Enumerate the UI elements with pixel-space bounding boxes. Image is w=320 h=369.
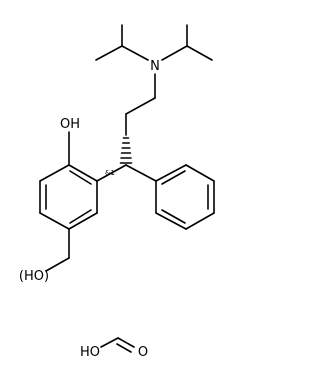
hydroxymethyl-group: (HO) [19, 228, 70, 284]
nitrogen-label: N [150, 59, 160, 74]
phenyl-ring [155, 164, 215, 230]
propyl-chain [125, 73, 156, 136]
formic-acid: HO O [80, 337, 148, 360]
amine-nitrogen: N [150, 59, 160, 74]
hashed-wedge-bond [119, 137, 133, 164]
phenol-ring [39, 164, 98, 230]
chiral-center-bonds [96, 164, 157, 182]
isopropyl-right [161, 24, 213, 61]
formic-o-label: O [138, 345, 148, 360]
structure-canvas: N &1 [19, 24, 215, 360]
phenol-oh-label: OH [60, 117, 80, 132]
phenol-hydroxyl: OH [60, 117, 80, 166]
benzylic-oh-label: (HO) [19, 269, 49, 284]
formic-ho-label: HO [80, 345, 100, 360]
isopropyl-left [95, 24, 149, 61]
